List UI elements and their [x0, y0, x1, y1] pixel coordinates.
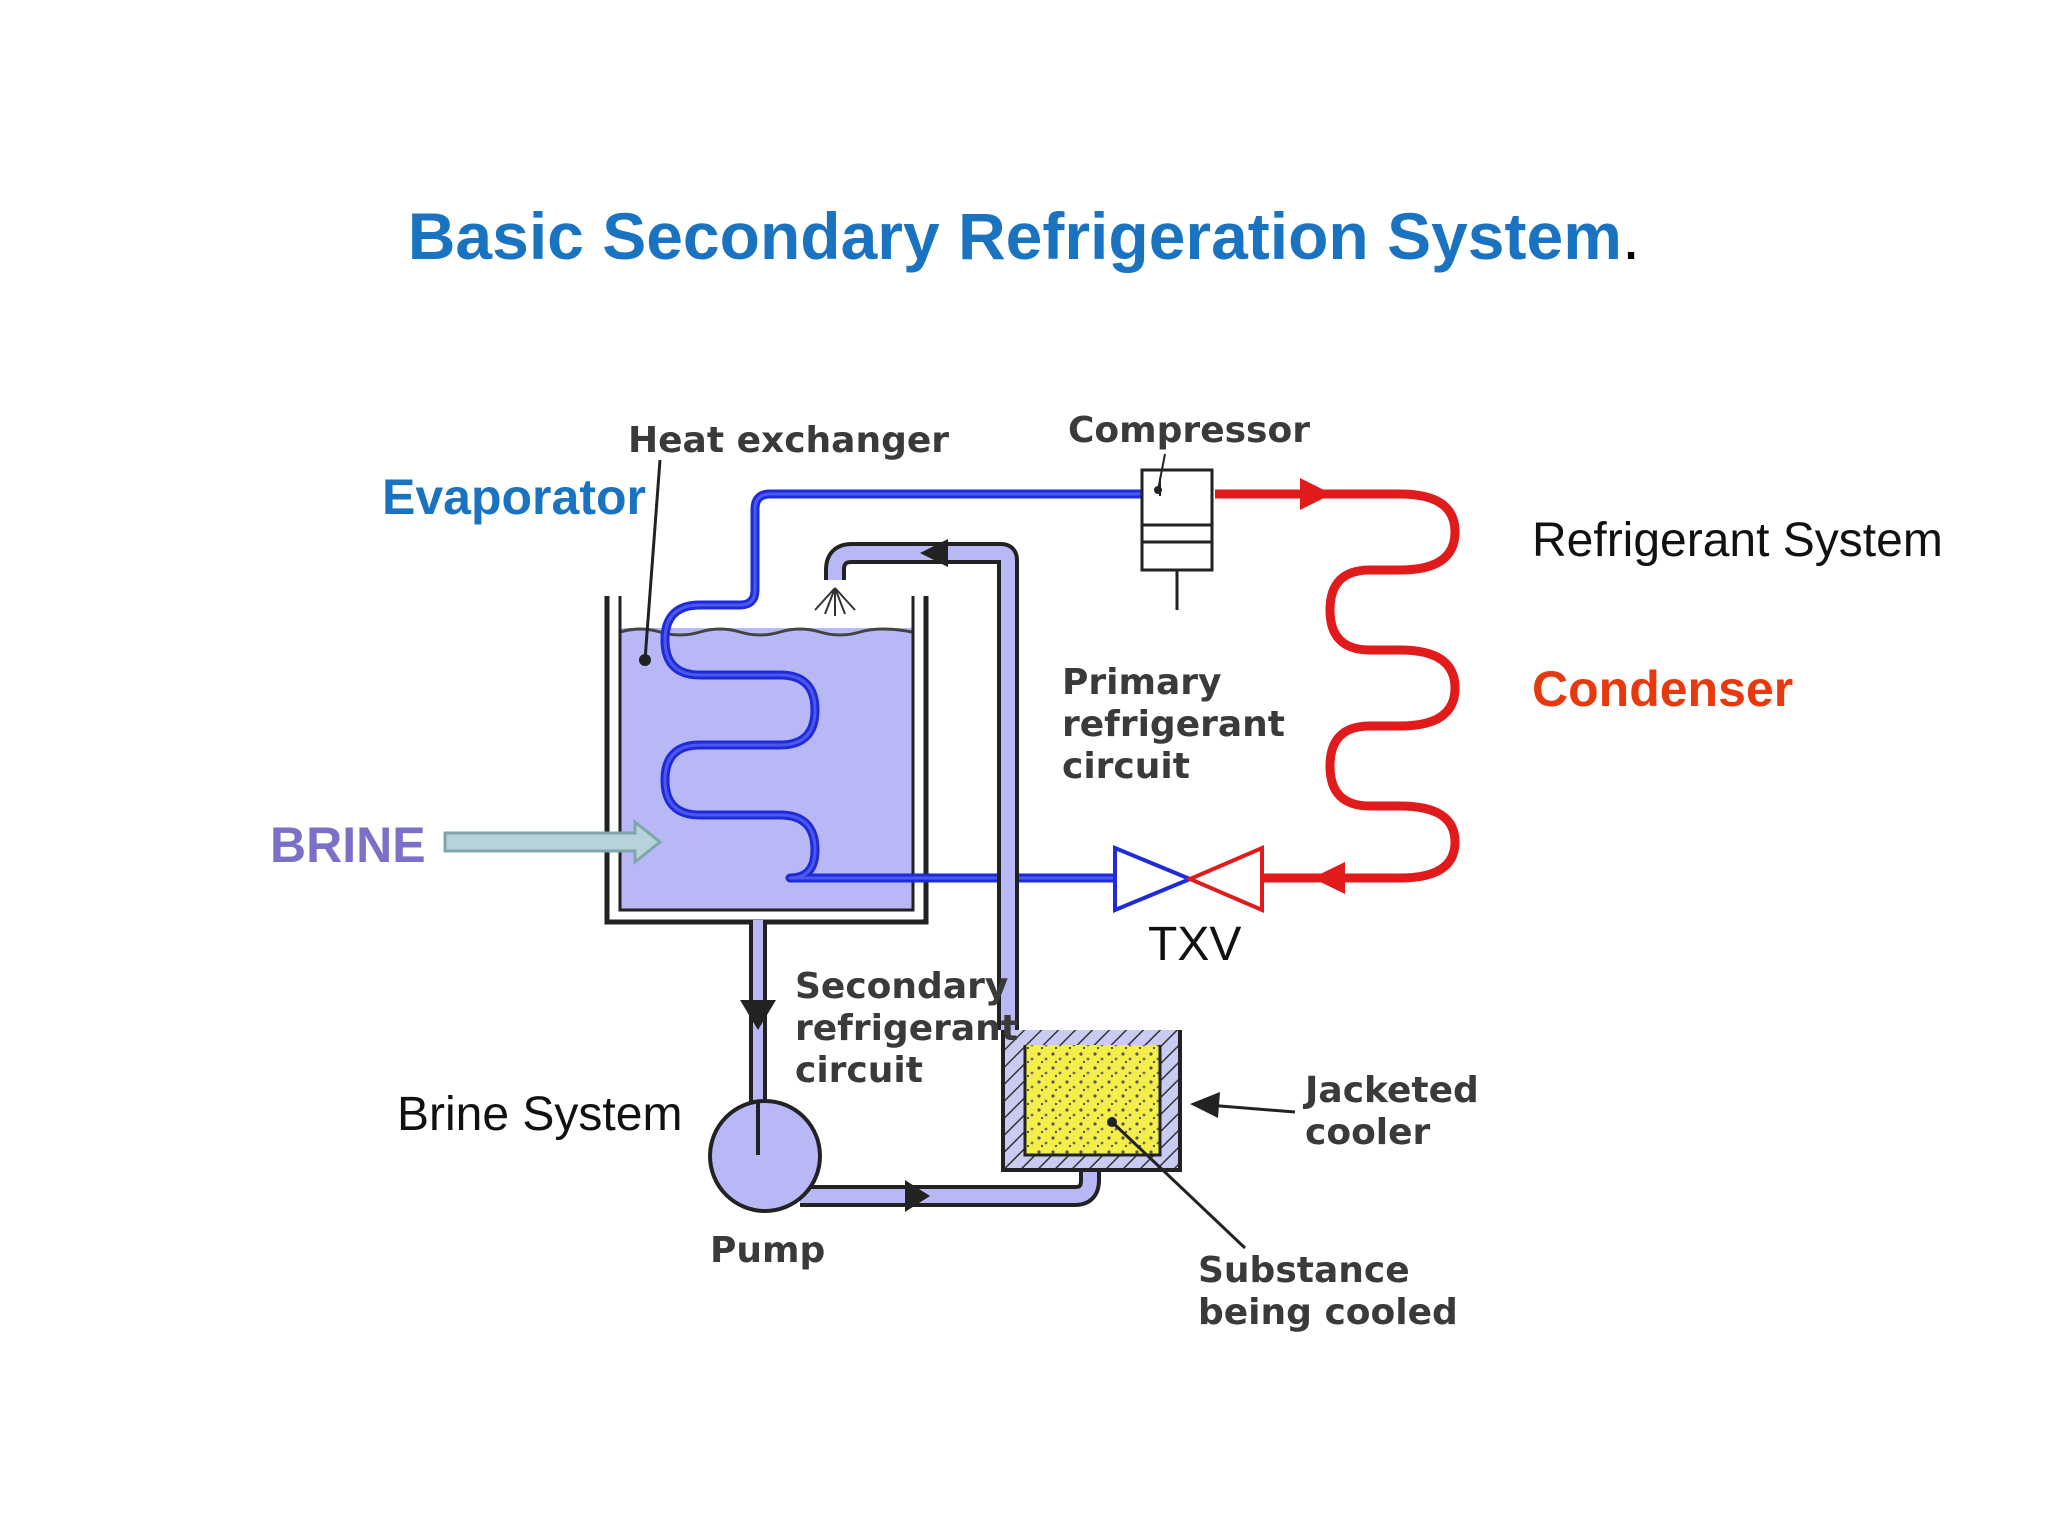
evaporator-coil-inner	[663, 492, 1145, 880]
jacketed-cooler	[1001, 1030, 1182, 1172]
label-heat-exchanger: Heat exchanger	[628, 420, 949, 461]
page-title: Basic Secondary Refrigeration System.	[0, 198, 2048, 274]
label-substance-2: being cooled	[1198, 1292, 1458, 1333]
label-txv: TXV	[1148, 918, 1241, 971]
leader-compressor-dot	[1154, 486, 1162, 494]
label-refrigerant-system: Refrigerant System	[1532, 514, 1943, 567]
leader-jacketed-cooler	[1207, 1103, 1296, 1114]
brine-piping	[740, 539, 1101, 1212]
substance-being-cooled	[1025, 1045, 1160, 1155]
txv-valve	[1113, 844, 1264, 914]
compressor	[1140, 468, 1214, 610]
label-brine-system: Brine System	[397, 1088, 682, 1141]
spray-nozzle	[814, 587, 856, 616]
label-substance-1: Substance	[1198, 1250, 1410, 1291]
label-secondary-3: circuit	[795, 1050, 923, 1091]
leader-heat-exchanger-dot	[639, 654, 651, 666]
label-brine: BRINE	[270, 817, 426, 873]
leader-substance	[1110, 1120, 1247, 1250]
label-primary-1: Primary	[1062, 662, 1222, 703]
condenser-coil	[1215, 489, 1460, 883]
flow-arrow-condenser-in	[1300, 478, 1332, 510]
leader-jacketed-cooler-arrow	[1190, 1092, 1220, 1118]
title-text: Basic Secondary Refrigeration System	[407, 199, 1622, 273]
label-secondary-2: refrigerant	[795, 1008, 1018, 1049]
label-condenser: Condenser	[1532, 661, 1793, 717]
tank-inner-wall	[618, 596, 915, 912]
flow-arrow-condenser-out	[1312, 862, 1345, 894]
title-period: .	[1621, 199, 1641, 273]
label-jacketed-1: Jacketed	[1302, 1070, 1479, 1111]
brine-inlet-arrow	[443, 818, 663, 866]
label-jacketed-2: cooler	[1305, 1112, 1431, 1153]
label-primary-2: refrigerant	[1062, 704, 1285, 745]
label-evaporator: Evaporator	[382, 469, 646, 525]
leader-substance-dot	[1107, 1117, 1117, 1127]
leader-heat-exchanger	[643, 459, 662, 661]
label-compressor: Compressor	[1068, 410, 1310, 451]
label-secondary-1: Secondary	[795, 966, 1008, 1007]
pump	[708, 1099, 822, 1213]
label-pump: Pump	[710, 1230, 825, 1271]
brine-tank	[604, 596, 929, 925]
label-primary-3: circuit	[1062, 746, 1190, 787]
leader-compressor	[1157, 453, 1166, 491]
